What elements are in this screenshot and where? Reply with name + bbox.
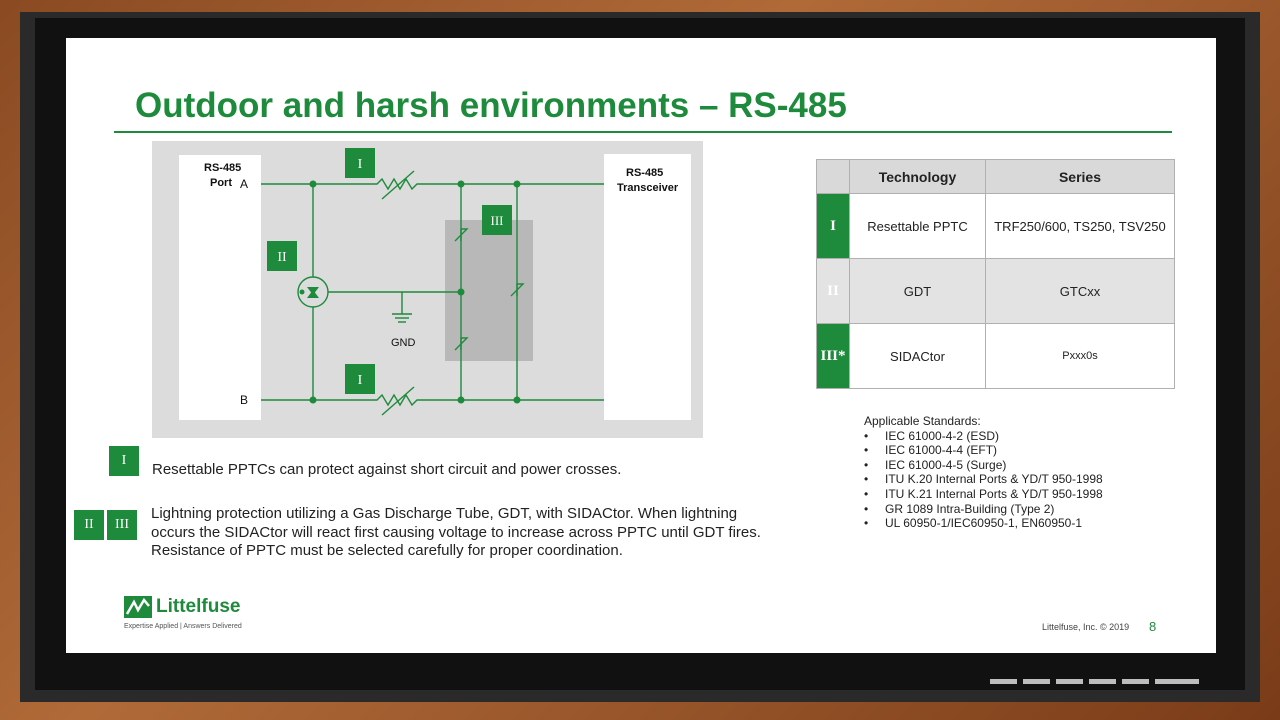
port-label-2: Port xyxy=(210,177,232,189)
circuit-diagram: RS-485 Port A B RS-485 Transceiver GND I… xyxy=(152,141,703,438)
standard-item: IEC 61000-4-4 (EFT) xyxy=(864,443,1103,458)
standard-item: IEC 61000-4-2 (ESD) xyxy=(864,429,1103,444)
table-row-id: I xyxy=(816,193,850,259)
slide-title: Outdoor and harsh environments – RS-485 xyxy=(135,86,847,125)
node-b-1 xyxy=(309,396,317,404)
table-header-row: Technology Series xyxy=(816,159,1175,194)
player-indicator xyxy=(1089,679,1116,684)
title-divider xyxy=(114,131,1172,133)
table-cell-series: TRF250/600, TS250, TSV250 xyxy=(985,193,1175,259)
gdt-dot xyxy=(299,289,305,295)
marker-bottom: I xyxy=(358,373,363,388)
page-number: 8 xyxy=(1149,619,1157,634)
table-header-series: Series xyxy=(985,159,1175,194)
table-cell-series: GTCxx xyxy=(985,258,1175,324)
standard-item: GR 1089 Intra-Building (Type 2) xyxy=(864,502,1103,517)
note2-text: Lightning protection utilizing a Gas Dis… xyxy=(151,505,831,561)
table-row: II GDT GTCxx xyxy=(816,258,1175,324)
player-indicator xyxy=(1155,679,1199,684)
line-a-wire xyxy=(261,177,604,191)
marker-sidactor: III xyxy=(491,213,504,228)
marker-gdt: II xyxy=(277,250,287,265)
transceiver-label-2: Transceiver xyxy=(617,182,679,194)
ptc-top-arrow xyxy=(381,170,415,200)
table-row: III* SIDACtor Pxxx0s xyxy=(816,323,1175,389)
table-cell-series: Pxxx0s xyxy=(985,323,1175,389)
standards-list: Applicable Standards: IEC 61000-4-2 (ESD… xyxy=(864,414,1103,531)
marker-sidactor-box xyxy=(482,205,512,235)
node-b-2 xyxy=(457,396,465,404)
table-row: I Resettable PPTC TRF250/600, TS250, TSV… xyxy=(816,193,1175,259)
port-box xyxy=(179,155,261,420)
player-indicator xyxy=(1056,679,1083,684)
table-cell-technology: GDT xyxy=(849,258,986,324)
brand-tagline: Expertise Applied | Answers Delivered xyxy=(124,623,242,630)
table-row-id: II xyxy=(816,258,850,324)
standard-item: UL 60950-1/IEC60950-1, EN60950-1 xyxy=(864,516,1103,531)
standards-heading: Applicable Standards: xyxy=(864,414,981,428)
marker-gdt-box xyxy=(267,241,297,271)
transceiver-label-1: RS-485 xyxy=(626,167,663,179)
littelfuse-logo-icon xyxy=(124,596,152,618)
note2-line2: occurs the SIDACtor will react first cau… xyxy=(151,523,761,541)
player-indicator xyxy=(1122,679,1149,684)
marker-top-box xyxy=(345,148,375,178)
gdt-arrow-up xyxy=(307,290,319,298)
brand-name: Littelfuse xyxy=(156,596,241,617)
marker-top: I xyxy=(358,157,363,172)
player-indicator xyxy=(1023,679,1050,684)
note1-text: Resettable PPTCs can protect against sho… xyxy=(152,461,622,478)
note2-line3: Resistance of PPTC must be selected care… xyxy=(151,542,623,559)
player-indicator xyxy=(990,679,1017,684)
node-a-2 xyxy=(457,180,465,188)
table-row-id: III* xyxy=(816,323,850,389)
table-cell-technology: Resettable PPTC xyxy=(849,193,986,259)
note1-marker: I xyxy=(109,446,139,476)
line-a-label: A xyxy=(240,177,248,191)
line-b-label: B xyxy=(240,393,248,407)
port-label-1: RS-485 xyxy=(204,162,241,174)
circuit-svg: RS-485 Port A B RS-485 Transceiver GND I… xyxy=(179,148,691,420)
gnd-label: GND xyxy=(391,337,416,349)
standard-item: IEC 61000-4-5 (Surge) xyxy=(864,458,1103,473)
transceiver-box xyxy=(604,154,691,420)
standard-item: ITU K.21 Internal Ports & YD/T 950-1998 xyxy=(864,487,1103,502)
note2-marker-a: II xyxy=(74,510,104,540)
slide: Outdoor and harsh environments – RS-485 xyxy=(66,38,1216,653)
standard-item: ITU K.20 Internal Ports & YD/T 950-1998 xyxy=(864,472,1103,487)
table-header-technology: Technology xyxy=(849,159,986,194)
node-gnd xyxy=(457,288,465,296)
marker-bottom-box xyxy=(345,364,375,394)
copyright: Littelfuse, Inc. © 2019 xyxy=(1042,622,1130,632)
sidactor-right-symbol xyxy=(510,283,525,297)
note2-line1: Lightning protection utilizing a Gas Dis… xyxy=(151,505,738,522)
table-header-blank xyxy=(816,159,850,194)
ptc-bottom-arrow xyxy=(381,386,415,416)
note2-marker-b: III xyxy=(107,510,137,540)
node-a-3 xyxy=(513,180,521,188)
line-b-wire xyxy=(261,393,604,407)
sidactor-left-bottom-symbol xyxy=(454,337,469,351)
node-a-1 xyxy=(309,180,317,188)
sidactor-left-top-symbol xyxy=(454,228,469,242)
technology-table: Technology Series I Resettable PPTC TRF2… xyxy=(816,159,1175,389)
node-b-3 xyxy=(513,396,521,404)
table-cell-technology: SIDACtor xyxy=(849,323,986,389)
